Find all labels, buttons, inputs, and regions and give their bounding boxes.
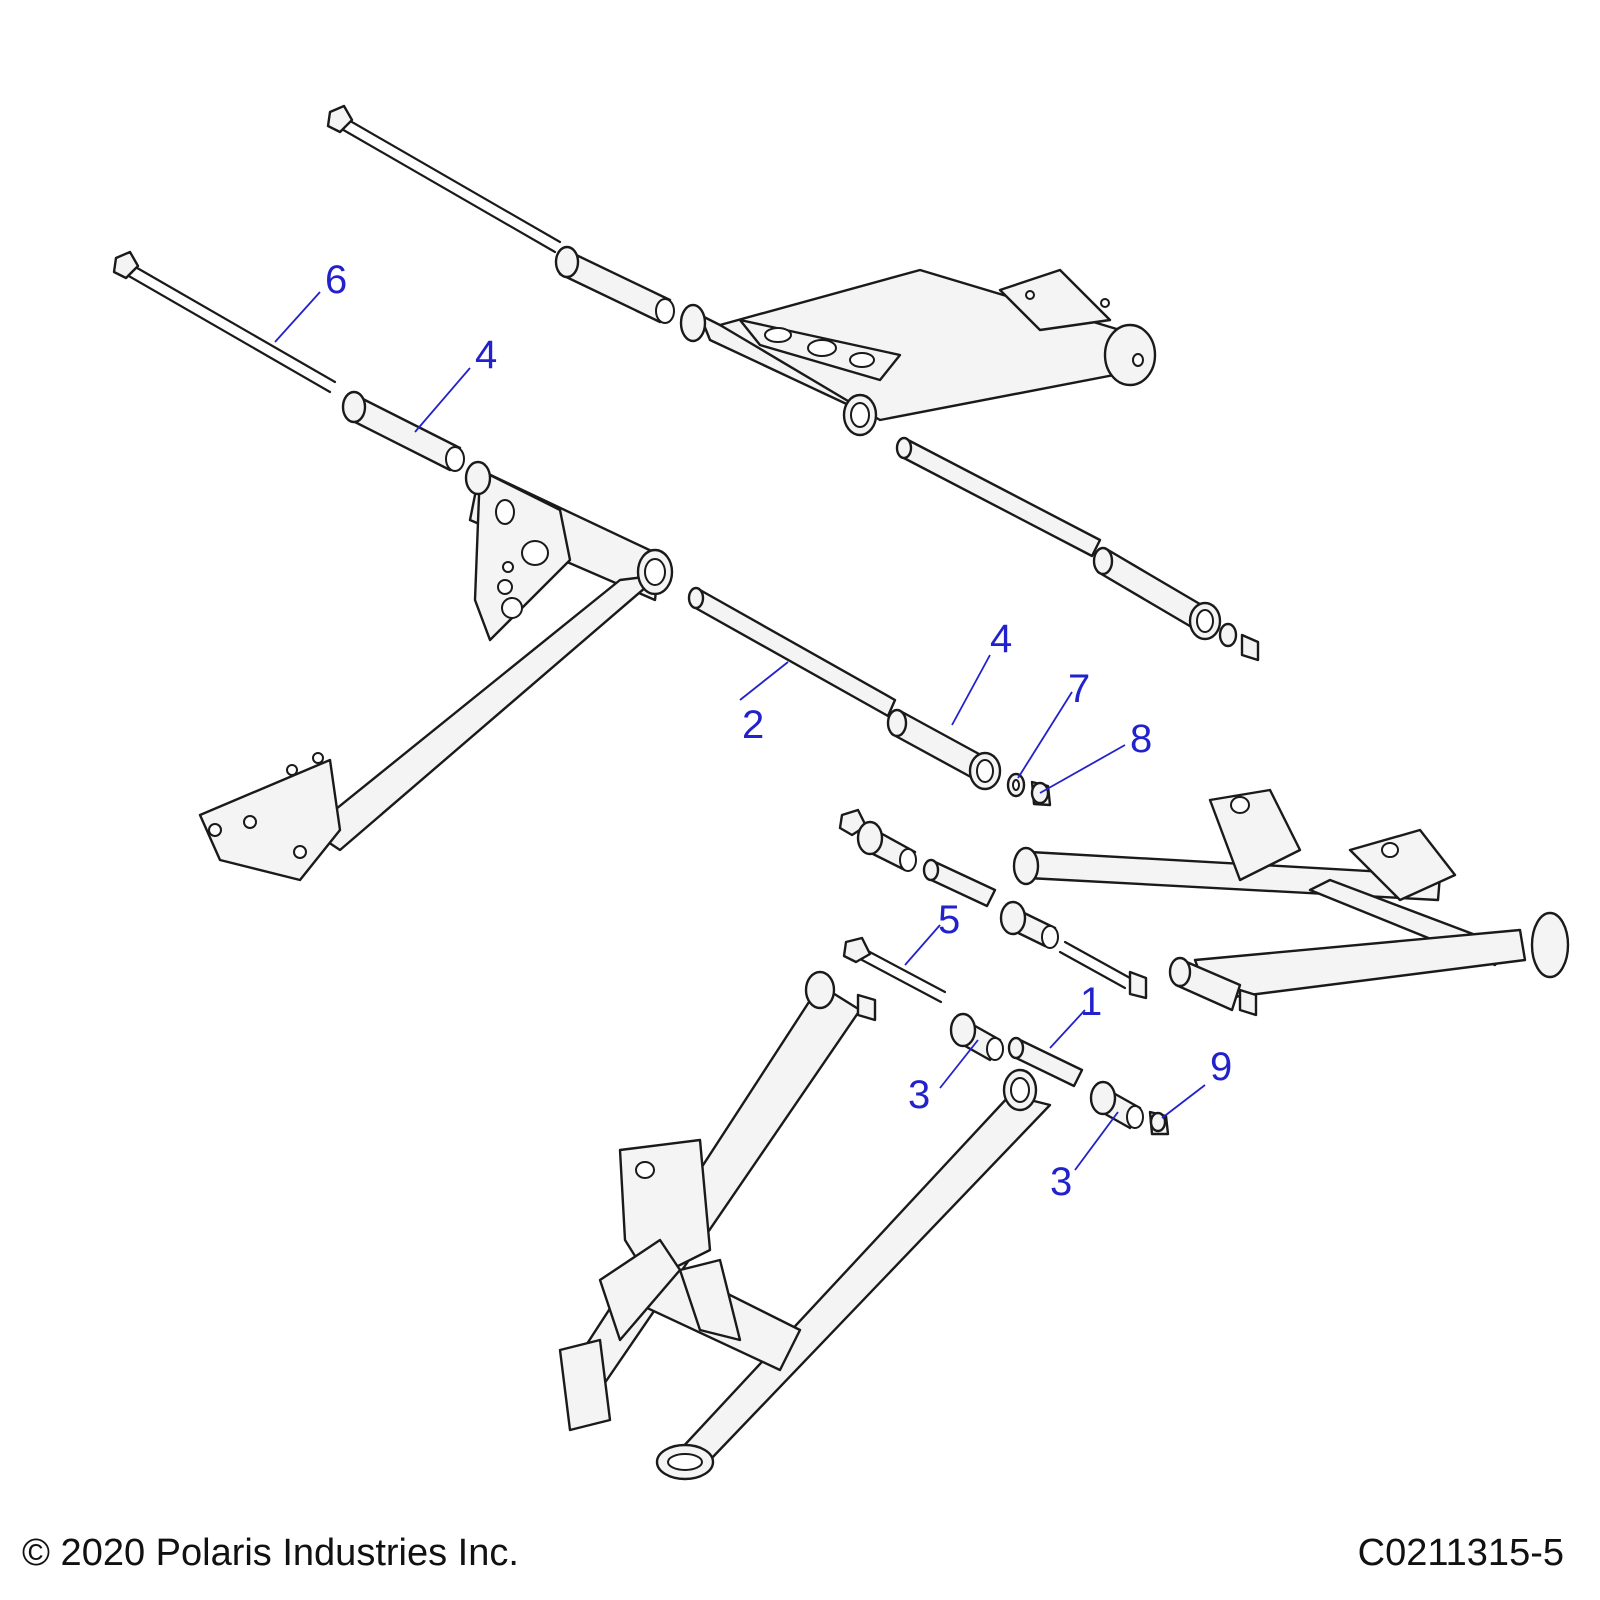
trailing-arm [558, 970, 1052, 1481]
callout-2: 2 [742, 703, 764, 747]
copyright-notice: © 2020 Polaris Industries Inc. [22, 1532, 519, 1574]
callout-5: 5 [938, 898, 960, 942]
bolt-short-right [1058, 940, 1148, 1000]
bushing-sleeve-4-left [341, 390, 465, 472]
bushing-flange [856, 820, 917, 872]
callout-7: 7 [1068, 667, 1090, 711]
nut-8 [1030, 780, 1052, 807]
upper-long-bolt [326, 104, 562, 254]
bushing-3-upper [949, 1012, 1004, 1062]
callout-6: 6 [325, 258, 347, 302]
diagram-code: C0211315-5 [1357, 1532, 1564, 1574]
bolt-5 [842, 936, 947, 1004]
sleeve-short [922, 858, 997, 908]
bushing-front-right [1168, 956, 1258, 1017]
lower-a-arm-right [1012, 788, 1570, 1002]
callout-leaders [274, 291, 1206, 1171]
upper-pivot-tube [895, 436, 1102, 558]
bushing-sleeve-4-right [886, 708, 1002, 791]
lower-a-arm-left [198, 460, 674, 882]
upper-bushing-sleeve [554, 245, 675, 324]
pivot-tube-2 [687, 586, 897, 718]
lower-long-bolt [112, 250, 337, 394]
callout-4-lower: 4 [990, 617, 1012, 661]
sleeve-1 [1007, 1036, 1084, 1088]
callout-3-lower: 3 [1050, 1160, 1072, 1204]
callout-1: 1 [1080, 980, 1102, 1024]
bushing-3-lower [1089, 1080, 1144, 1130]
callout-9: 9 [1210, 1045, 1232, 1089]
bushing-flange-2 [999, 900, 1059, 949]
callout-8: 8 [1130, 717, 1152, 761]
upper-bushing-right [1092, 546, 1260, 662]
upper-a-arm-rear [679, 268, 1157, 437]
callout-3-upper: 3 [908, 1073, 930, 1117]
callout-4-upper: 4 [475, 333, 497, 377]
washer-7 [1006, 772, 1026, 798]
